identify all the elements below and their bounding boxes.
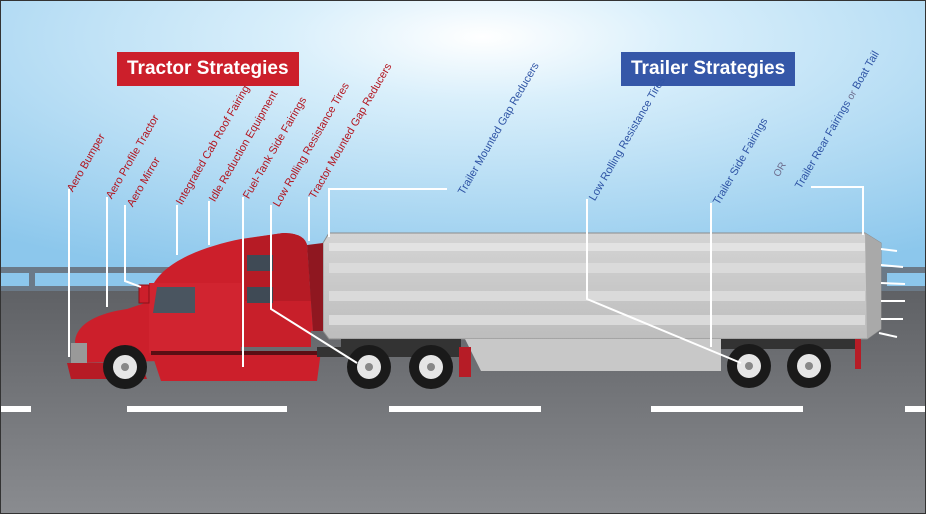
leader-trailer-gap-reducers (328, 188, 447, 237)
tractor-tires (103, 345, 471, 389)
tractor-strategies-header: Tractor Strategies (117, 52, 299, 86)
leader-lrr-tires-trailer (586, 199, 742, 364)
leader-lines (68, 186, 864, 367)
lane-markings (1, 406, 925, 412)
rear-fairing-flares (878, 248, 906, 338)
leader-aero-mirror (124, 205, 142, 288)
trailer-tires (727, 339, 861, 388)
leader-rear-fairings (811, 186, 864, 235)
trailer-strategies-header: Trailer Strategies (621, 52, 796, 86)
trailer (322, 232, 906, 388)
tractor (67, 233, 471, 389)
leader-lrr-tires-tractor (270, 205, 358, 364)
